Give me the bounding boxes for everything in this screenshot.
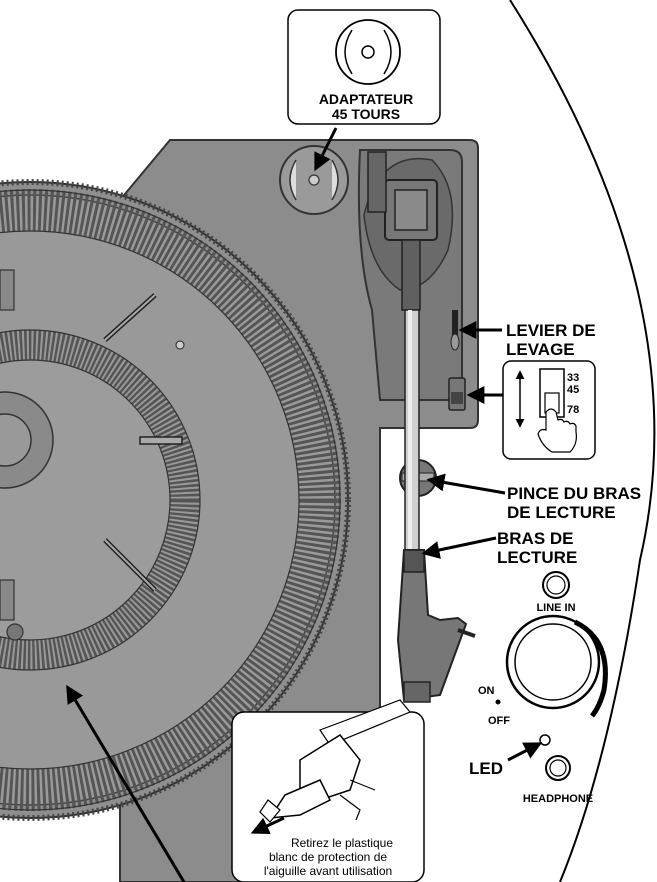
lift-lever-label-line2: LEVAGE <box>506 340 575 359</box>
stylus-note-line2: blanc de protection de <box>269 850 387 864</box>
arm-clamp-arrow <box>426 473 506 495</box>
speed-45: 45 <box>567 384 579 396</box>
adapter-label-line2: 45 TOURS <box>332 106 400 122</box>
headshell <box>396 549 468 702</box>
power-on-label: ON <box>478 685 495 697</box>
tone-arm-arrow <box>421 536 497 559</box>
led-arrow <box>507 742 543 762</box>
power-volume-knob[interactable] <box>505 614 601 710</box>
line-in-label: LINE IN <box>536 602 575 614</box>
headphone-label: HEADPHONE <box>523 793 593 805</box>
strobe-ring-inner <box>0 330 200 670</box>
platter-arrow <box>66 684 186 882</box>
speed-33: 33 <box>567 372 579 384</box>
stylus-note-line3: l'aiguille avant utilisation <box>264 864 392 878</box>
adapter-arrow <box>314 127 338 172</box>
arm-clamp-label-line1: PINCE DU BRAS <box>507 484 641 503</box>
power-indicator-dot <box>495 699 501 705</box>
housing-outline-arc <box>509 0 656 882</box>
stylus-note-line1: Retirez le plastique <box>291 836 393 850</box>
tone-arm-label-line2: LECTURE <box>497 548 577 567</box>
pointing-hand-icon <box>537 408 577 453</box>
strobe-ring-outer <box>0 189 341 811</box>
stylus-cartridge-illustration <box>259 699 411 823</box>
led-label: LED <box>469 759 503 778</box>
tone-arm-label-line1: BRAS DE <box>497 529 574 548</box>
lift-lever-label-line1: LEVIER DE <box>506 321 596 340</box>
rotation-arc-indicator <box>573 619 608 718</box>
stylus-removal-arrow <box>250 816 285 835</box>
arm-clamp-label-line2: DE LECTURE <box>507 503 616 522</box>
speed-78: 78 <box>567 404 579 416</box>
power-off-label: OFF <box>488 715 510 727</box>
adapter-label-line1: ADAPTATEUR <box>319 91 413 107</box>
led-indicator <box>539 734 551 746</box>
platter-serrated-edge <box>0 179 351 821</box>
